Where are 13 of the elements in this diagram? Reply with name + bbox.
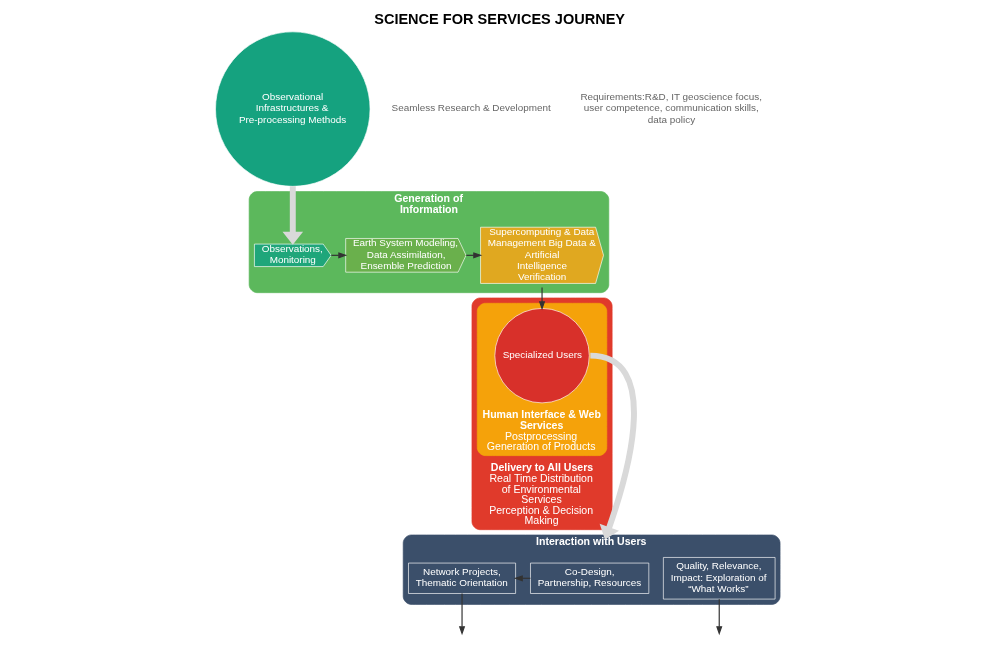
diagram-title: SCIENCE FOR SERVICES JOURNEY xyxy=(374,11,626,28)
arrow xyxy=(538,287,546,311)
node-circle: Specialized Users xyxy=(494,308,590,404)
arrow xyxy=(282,186,304,245)
node-circle: Observational Infrastructures & Pre-processing Methods xyxy=(215,31,371,187)
arrow xyxy=(716,598,723,636)
label: Seamless Research & Development xyxy=(391,102,551,114)
arrow xyxy=(458,592,466,636)
arrow xyxy=(589,352,637,540)
node-box: Co-Design, Partnership, Resources xyxy=(530,562,650,594)
node-box: Network Projects, Thematic Orientation xyxy=(408,562,516,594)
label: Requirements:R&D, IT geoscience focus, user competence, communication skills, data policy xyxy=(580,91,762,125)
node-box: Quality, Relevance, Impact: Exploration of “What Works” xyxy=(663,557,776,600)
